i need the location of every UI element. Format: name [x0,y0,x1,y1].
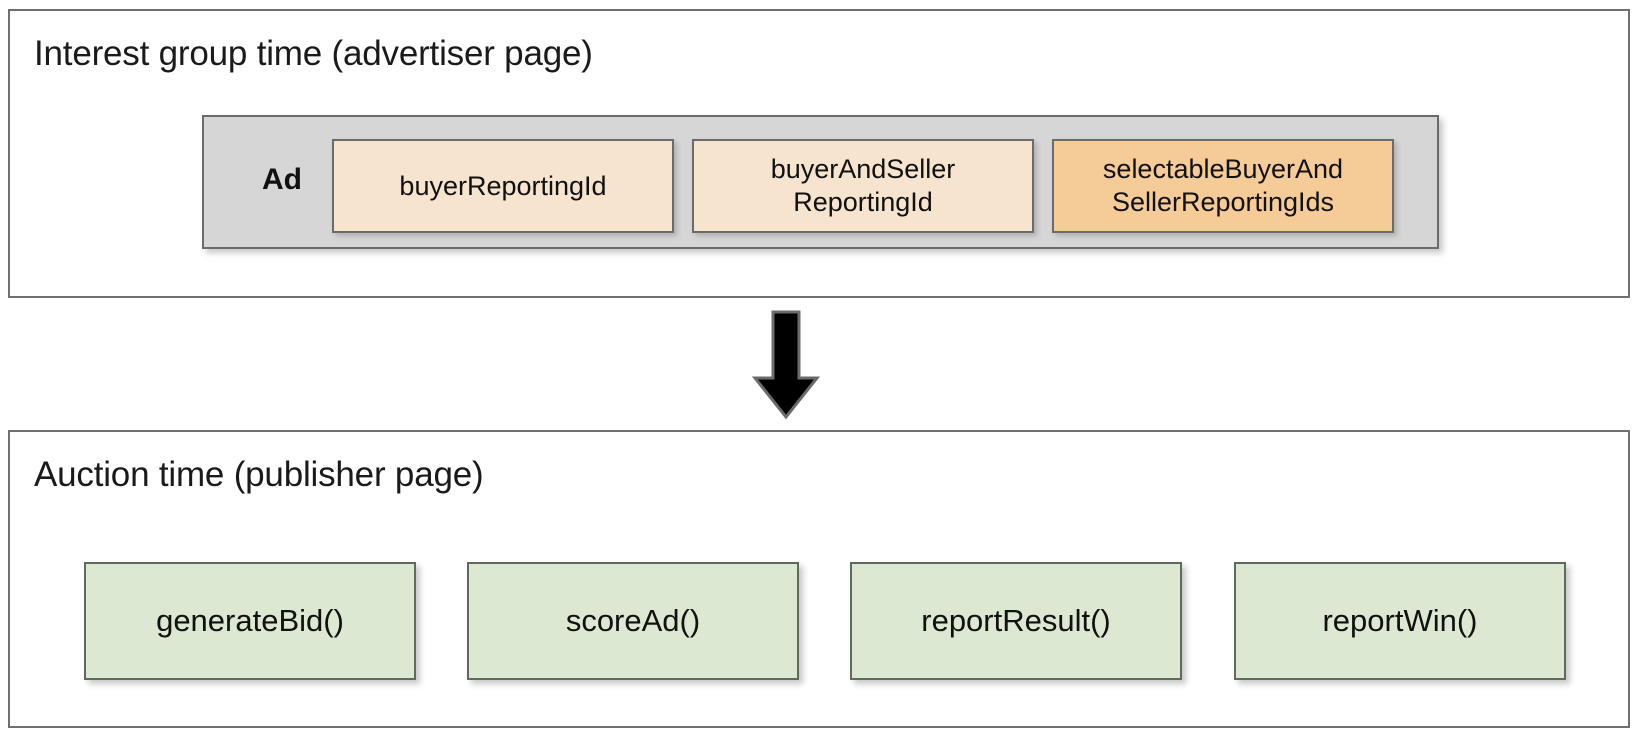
field-box-buyer-reporting-id: buyerReportingId [332,139,674,233]
section-interest-group-time: Interest group time (advertiser page) Ad… [8,9,1630,298]
function-box-report-win: reportWin() [1234,562,1566,680]
ad-group-label: Ad [262,163,302,196]
function-box-generate-bid: generateBid() [84,562,416,680]
section-title-publisher: Auction time (publisher page) [34,455,484,494]
section-auction-time: Auction time (publisher page) generateBi… [8,430,1630,728]
function-box-report-result: reportResult() [850,562,1182,680]
down-arrow-icon [752,310,820,420]
section-title-advertiser: Interest group time (advertiser page) [34,34,593,73]
function-box-score-ad: scoreAd() [467,562,799,680]
